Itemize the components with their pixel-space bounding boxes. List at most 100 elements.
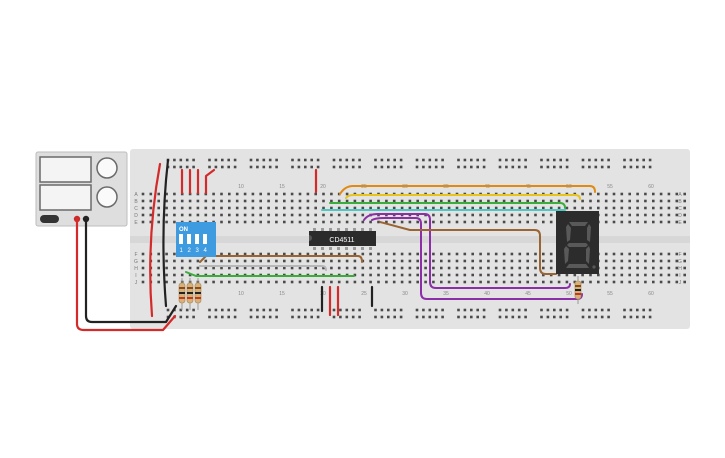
breadboard-hole[interactable] — [345, 206, 349, 210]
breadboard-hole[interactable] — [275, 266, 278, 270]
breadboard-hole[interactable] — [482, 165, 486, 169]
breadboard-hole[interactable] — [361, 252, 365, 256]
breadboard-hole[interactable] — [565, 280, 569, 284]
breadboard-hole[interactable] — [607, 158, 610, 162]
breadboard-hole[interactable] — [600, 158, 604, 162]
breadboard-hole[interactable] — [479, 220, 482, 224]
breadboard-hole[interactable] — [659, 266, 663, 270]
breadboard-hole[interactable] — [267, 280, 270, 284]
breadboard-hole[interactable] — [188, 259, 192, 263]
breadboard-hole[interactable] — [297, 165, 301, 169]
breadboard-hole[interactable] — [604, 213, 608, 217]
breadboard-hole[interactable] — [400, 206, 404, 210]
breadboard-hole[interactable] — [623, 165, 626, 169]
breadboard-hole[interactable] — [361, 266, 365, 270]
breadboard-hole[interactable] — [259, 280, 262, 284]
breadboard-hole[interactable] — [526, 259, 529, 263]
breadboard-hole[interactable] — [290, 206, 294, 210]
breadboard-hole[interactable] — [392, 259, 396, 263]
breadboard-hole[interactable] — [267, 192, 270, 196]
breadboard-hole[interactable] — [314, 259, 317, 263]
breadboard-hole[interactable] — [173, 165, 176, 169]
breadboard-hole[interactable] — [314, 213, 317, 217]
breadboard-hole[interactable] — [314, 280, 317, 284]
breadboard-hole[interactable] — [432, 252, 435, 256]
breadboard-hole[interactable] — [581, 206, 584, 210]
breadboard-hole[interactable] — [400, 273, 404, 277]
breadboard-hole[interactable] — [385, 273, 388, 277]
breadboard-hole[interactable] — [620, 273, 624, 277]
breadboard-hole[interactable] — [683, 192, 686, 196]
breadboard-hole[interactable] — [573, 206, 577, 210]
breadboard-hole[interactable] — [314, 206, 317, 210]
breadboard-hole[interactable] — [526, 220, 529, 224]
breadboard-hole[interactable] — [330, 213, 333, 217]
breadboard-hole[interactable] — [620, 266, 624, 270]
breadboard-hole[interactable] — [526, 273, 529, 277]
breadboard-hole[interactable] — [620, 280, 624, 284]
breadboard-hole[interactable] — [345, 192, 349, 196]
breadboard-hole[interactable] — [487, 280, 490, 284]
breadboard-hole[interactable] — [549, 199, 553, 203]
breadboard-hole[interactable] — [192, 308, 195, 312]
breadboard-hole[interactable] — [524, 315, 527, 319]
breadboard-hole[interactable] — [399, 315, 403, 319]
breadboard-hole[interactable] — [604, 206, 608, 210]
breadboard-hole[interactable] — [432, 199, 435, 203]
breadboard-hole[interactable] — [642, 308, 645, 312]
breadboard-hole[interactable] — [416, 220, 419, 224]
breadboard-hole[interactable] — [482, 158, 486, 162]
breadboard-hole[interactable] — [447, 213, 451, 217]
breadboard-hole[interactable] — [141, 273, 145, 277]
breadboard-hole[interactable] — [192, 165, 195, 169]
breadboard-hole[interactable] — [636, 206, 639, 210]
breadboard-hole[interactable] — [542, 206, 545, 210]
breadboard-hole[interactable] — [227, 158, 230, 162]
breadboard-hole[interactable] — [259, 259, 262, 263]
breadboard-hole[interactable] — [432, 280, 435, 284]
breadboard-hole[interactable] — [502, 266, 506, 270]
breadboard-hole[interactable] — [374, 308, 377, 312]
breadboard-hole[interactable] — [322, 220, 325, 224]
breadboard-hole[interactable] — [683, 206, 686, 210]
breadboard-hole[interactable] — [623, 315, 626, 319]
breadboard-hole[interactable] — [214, 315, 218, 319]
breadboard-hole[interactable] — [559, 165, 562, 169]
breadboard-hole[interactable] — [262, 165, 266, 169]
breadboard-hole[interactable] — [604, 199, 608, 203]
breadboard-hole[interactable] — [644, 252, 647, 256]
breadboard-hole[interactable] — [597, 273, 600, 277]
breadboard-hole[interactable] — [510, 220, 514, 224]
breadboard-hole[interactable] — [447, 259, 451, 263]
breadboard-hole[interactable] — [636, 259, 639, 263]
current-knob[interactable] — [96, 186, 118, 208]
breadboard-hole[interactable] — [505, 308, 508, 312]
breadboard-hole[interactable] — [268, 165, 272, 169]
breadboard-hole[interactable] — [385, 220, 388, 224]
breadboard-hole[interactable] — [518, 206, 522, 210]
breadboard-hole[interactable] — [212, 259, 215, 263]
breadboard-hole[interactable] — [597, 192, 600, 196]
breadboard-hole[interactable] — [385, 280, 388, 284]
breadboard-hole[interactable] — [251, 213, 255, 217]
breadboard-hole[interactable] — [612, 252, 616, 256]
breadboard-hole[interactable] — [557, 199, 561, 203]
breadboard-hole[interactable] — [337, 220, 341, 224]
breadboard-hole[interactable] — [353, 266, 357, 270]
breadboard-hole[interactable] — [385, 266, 388, 270]
breadboard-hole[interactable] — [157, 199, 160, 203]
breadboard-hole[interactable] — [220, 280, 223, 284]
breadboard-hole[interactable] — [251, 280, 255, 284]
breadboard-hole[interactable] — [542, 199, 545, 203]
breadboard-hole[interactable] — [192, 315, 195, 319]
breadboard-hole[interactable] — [479, 273, 482, 277]
breadboard-hole[interactable] — [428, 308, 432, 312]
breadboard-hole[interactable] — [549, 220, 553, 224]
breadboard-hole[interactable] — [588, 165, 591, 169]
breadboard-hole[interactable] — [256, 165, 259, 169]
breadboard-hole[interactable] — [157, 192, 160, 196]
breadboard-hole[interactable] — [377, 266, 380, 270]
breadboard-hole[interactable] — [440, 252, 443, 256]
breadboard-hole[interactable] — [463, 165, 467, 169]
